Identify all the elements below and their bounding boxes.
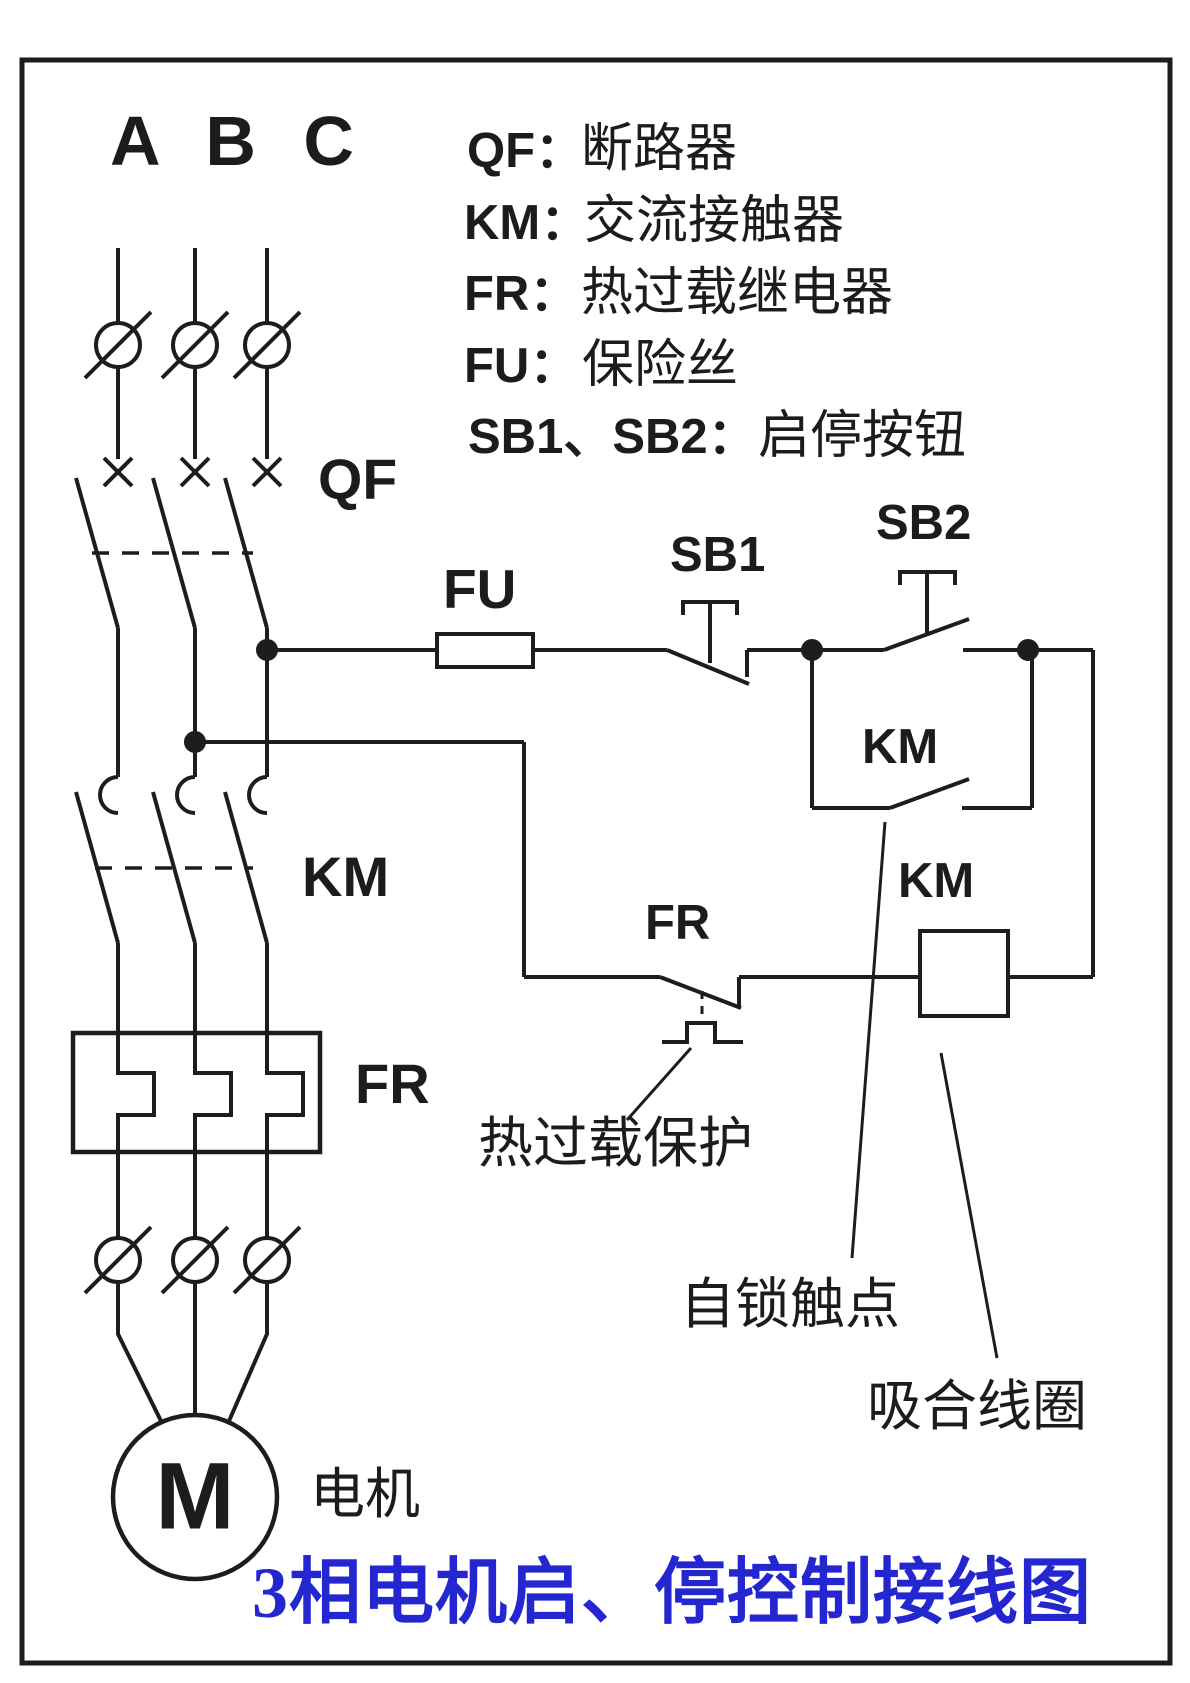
legend-desc: 保险丝 [582, 337, 739, 394]
km-contact-arc [247, 775, 268, 815]
pull-in-coil-label: 吸合线圈 [867, 1376, 1088, 1437]
fr-heater-icon [116, 1033, 156, 1238]
fr-heater-icon [193, 1033, 233, 1238]
fr-heater-icon [265, 1033, 305, 1238]
legend-key: FU： [464, 339, 579, 393]
legend-desc: 启停按钮 [758, 408, 967, 465]
phase-labels: A B C [110, 102, 368, 180]
fr-box-label: FR [355, 1052, 430, 1115]
control-circuit [184, 570, 1095, 1044]
km-blade [151, 791, 197, 944]
motor-label: 电机 [310, 1464, 421, 1525]
sb1-button-symbol [666, 600, 750, 686]
km-contact-arc [175, 775, 196, 815]
legend-key: SB1、SB2： [468, 410, 757, 464]
legend-key: KM： [464, 196, 590, 250]
self-lock-contact-label: 自锁触点 [680, 1274, 901, 1335]
legend-key: QF： [467, 124, 585, 178]
legend-key: FR： [464, 267, 579, 321]
km-selflock-contact-symbol [810, 650, 1034, 810]
fu-label: FU [443, 558, 517, 620]
km-contact-arc [98, 775, 119, 815]
fr-contact-label: FR [645, 896, 711, 950]
fr-nc-contact-symbol [659, 975, 743, 1044]
leader-coil [939, 1052, 999, 1359]
leader-selflock [850, 821, 887, 1259]
fr-relay-box [70, 1030, 323, 1155]
phase-c-pole [223, 248, 305, 1422]
sb1-label: SB1 [670, 528, 766, 582]
phase-a-pole [74, 248, 163, 1422]
km-main-label: KM [302, 845, 390, 908]
legend-desc: 热过载继电器 [581, 265, 894, 322]
thermal-protection-label: 热过载保护 [478, 1113, 754, 1174]
diagram-title: 3相电机启、停控制接线图 [252, 1553, 1093, 1633]
page-border [19, 57, 1173, 1666]
km-coil-symbol [918, 929, 1010, 1018]
motor-circle [110, 1412, 280, 1582]
phase-b-pole [151, 248, 233, 1414]
legend-desc: 交流接触器 [584, 193, 845, 250]
qf-label: QF [318, 448, 398, 512]
fuse-symbol [435, 632, 535, 669]
qf-blade [151, 477, 197, 629]
legend-desc: 断路器 [581, 121, 738, 178]
sb2-button-symbol [812, 570, 1028, 652]
leader-thermal [625, 1047, 693, 1121]
motor-m-label: M [155, 1443, 235, 1550]
km-aux-label: KM [862, 720, 939, 774]
sb2-label: SB2 [876, 496, 972, 550]
km-coil-label: KM [898, 854, 975, 908]
